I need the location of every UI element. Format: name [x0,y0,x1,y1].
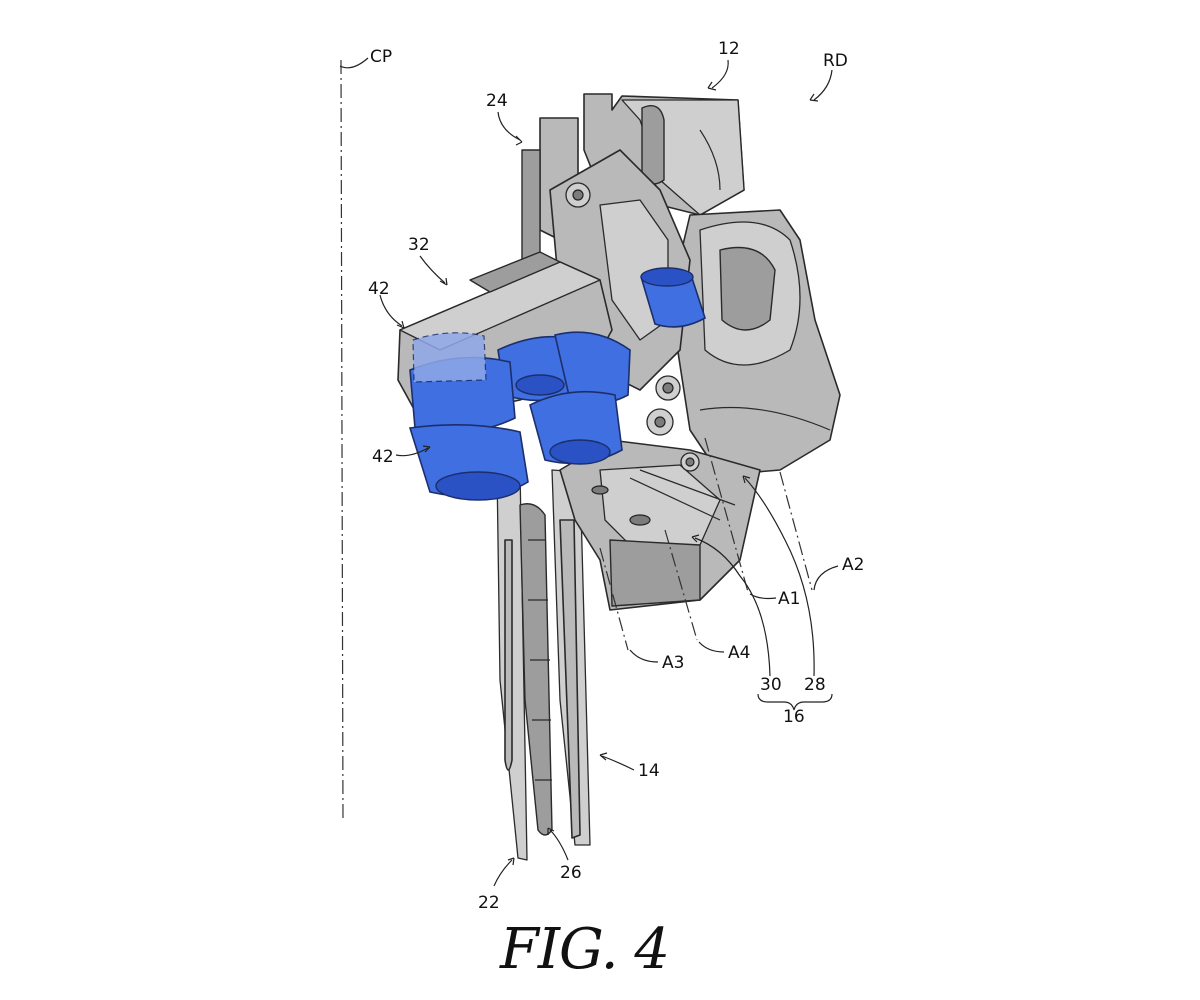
label-30: 30 [760,675,782,695]
label-rd: RD [823,51,848,71]
label-cp: CP [370,47,392,67]
reference-leaders [379,59,833,887]
figure-caption: FIG. 4 [500,917,670,982]
axis-leaders [599,437,839,663]
label-12: 12 [718,39,740,59]
label-42-top: 42 [368,279,390,299]
label-24: 24 [486,91,508,111]
center-plane-line [340,59,344,823]
chain-guide-plates [496,469,591,861]
label-a2: A2 [842,555,864,575]
label-28: 28 [804,675,826,695]
label-26: 26 [560,863,582,883]
label-32: 32 [408,235,430,255]
label-a4: A4 [728,643,750,663]
label-a3: A3 [662,653,684,673]
label-42-bottom: 42 [372,447,394,467]
center-plane-leader [339,57,369,69]
label-a1: A1 [778,589,800,609]
label-16: 16 [783,707,805,727]
label-14: 14 [638,761,660,781]
label-22: 22 [478,893,500,913]
battery-units [408,267,706,501]
